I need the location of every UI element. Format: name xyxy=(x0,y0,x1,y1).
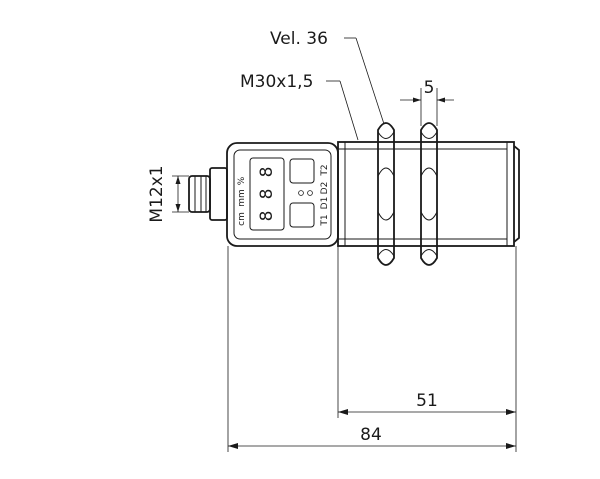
nut-width-label: Vel. 36 xyxy=(270,29,328,49)
thread-length-value: 51 xyxy=(416,391,438,411)
nut-thickness-dimension: 5 xyxy=(400,78,454,126)
button-top xyxy=(289,158,315,184)
led-indicator xyxy=(298,190,304,196)
nut-left xyxy=(377,122,395,266)
connector xyxy=(188,167,228,221)
digit-window xyxy=(249,157,285,231)
nut-thickness-value: 5 xyxy=(424,78,435,98)
unit-mm: mm xyxy=(237,189,247,207)
threaded-barrel xyxy=(337,141,520,247)
thread-length-dimension: 51 xyxy=(338,391,516,415)
output-label-t1: T1 xyxy=(320,214,330,226)
digit-3: 8 xyxy=(257,211,277,222)
display-head: 8 8 8 % mm cm T2 D2 D1 T1 xyxy=(226,142,339,247)
unit-cm: cm xyxy=(237,212,247,226)
extension-lines xyxy=(227,246,517,452)
connector-thread-label: M12x1 xyxy=(147,165,167,222)
digit-1: 8 xyxy=(257,167,277,178)
output-label-d1: D1 xyxy=(320,197,330,210)
total-length-dimension: 84 xyxy=(228,425,516,449)
connector-thread-dimension: M12x1 xyxy=(147,165,189,223)
led-indicator xyxy=(307,190,313,196)
nut-right xyxy=(420,122,438,266)
unit-percent: % xyxy=(237,176,247,185)
thread-callout: M30x1,5 xyxy=(240,72,359,141)
button-bottom xyxy=(289,202,315,228)
thread-label: M30x1,5 xyxy=(240,72,313,92)
total-length-value: 84 xyxy=(360,425,382,445)
output-label-d2: D2 xyxy=(320,182,330,195)
nut-width-callout: Vel. 36 xyxy=(270,29,385,125)
digit-2: 8 xyxy=(257,189,277,200)
output-label-t2: T2 xyxy=(320,164,330,176)
